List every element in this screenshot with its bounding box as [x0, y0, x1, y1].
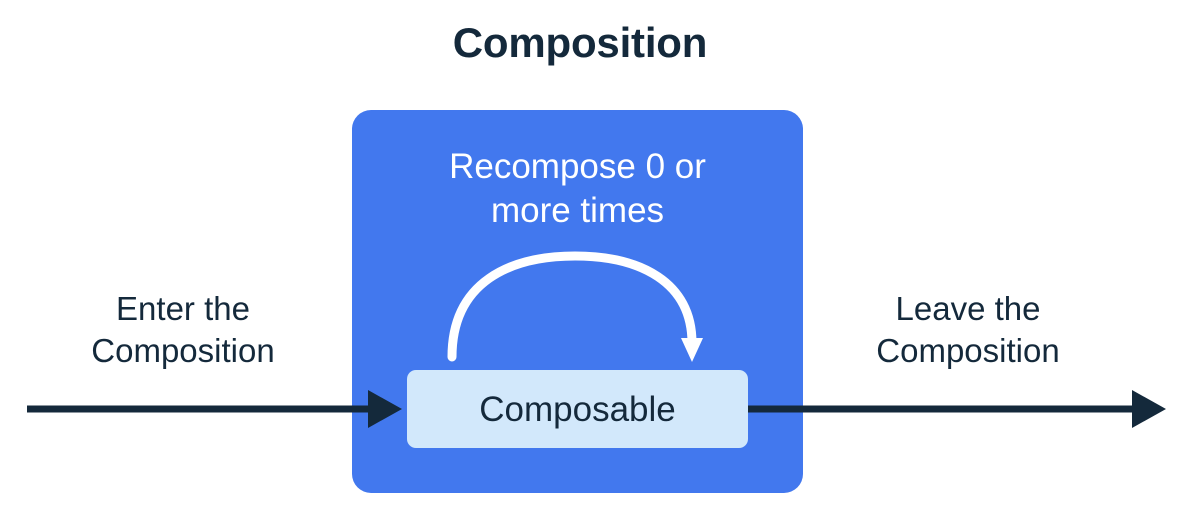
recompose-caption: Recompose 0 or more times — [449, 147, 706, 231]
enter-composition-label: Enter the Composition — [91, 290, 275, 370]
page-title: Composition — [452, 19, 708, 66]
arrow-right-icon-leave — [1132, 390, 1166, 428]
leave-composition-label: Leave the Composition — [876, 290, 1060, 370]
curved-loop-arrow-icon — [447, 251, 703, 362]
composable-label: Composable — [479, 389, 676, 429]
composable-node[interactable]: Composable — [407, 370, 748, 448]
